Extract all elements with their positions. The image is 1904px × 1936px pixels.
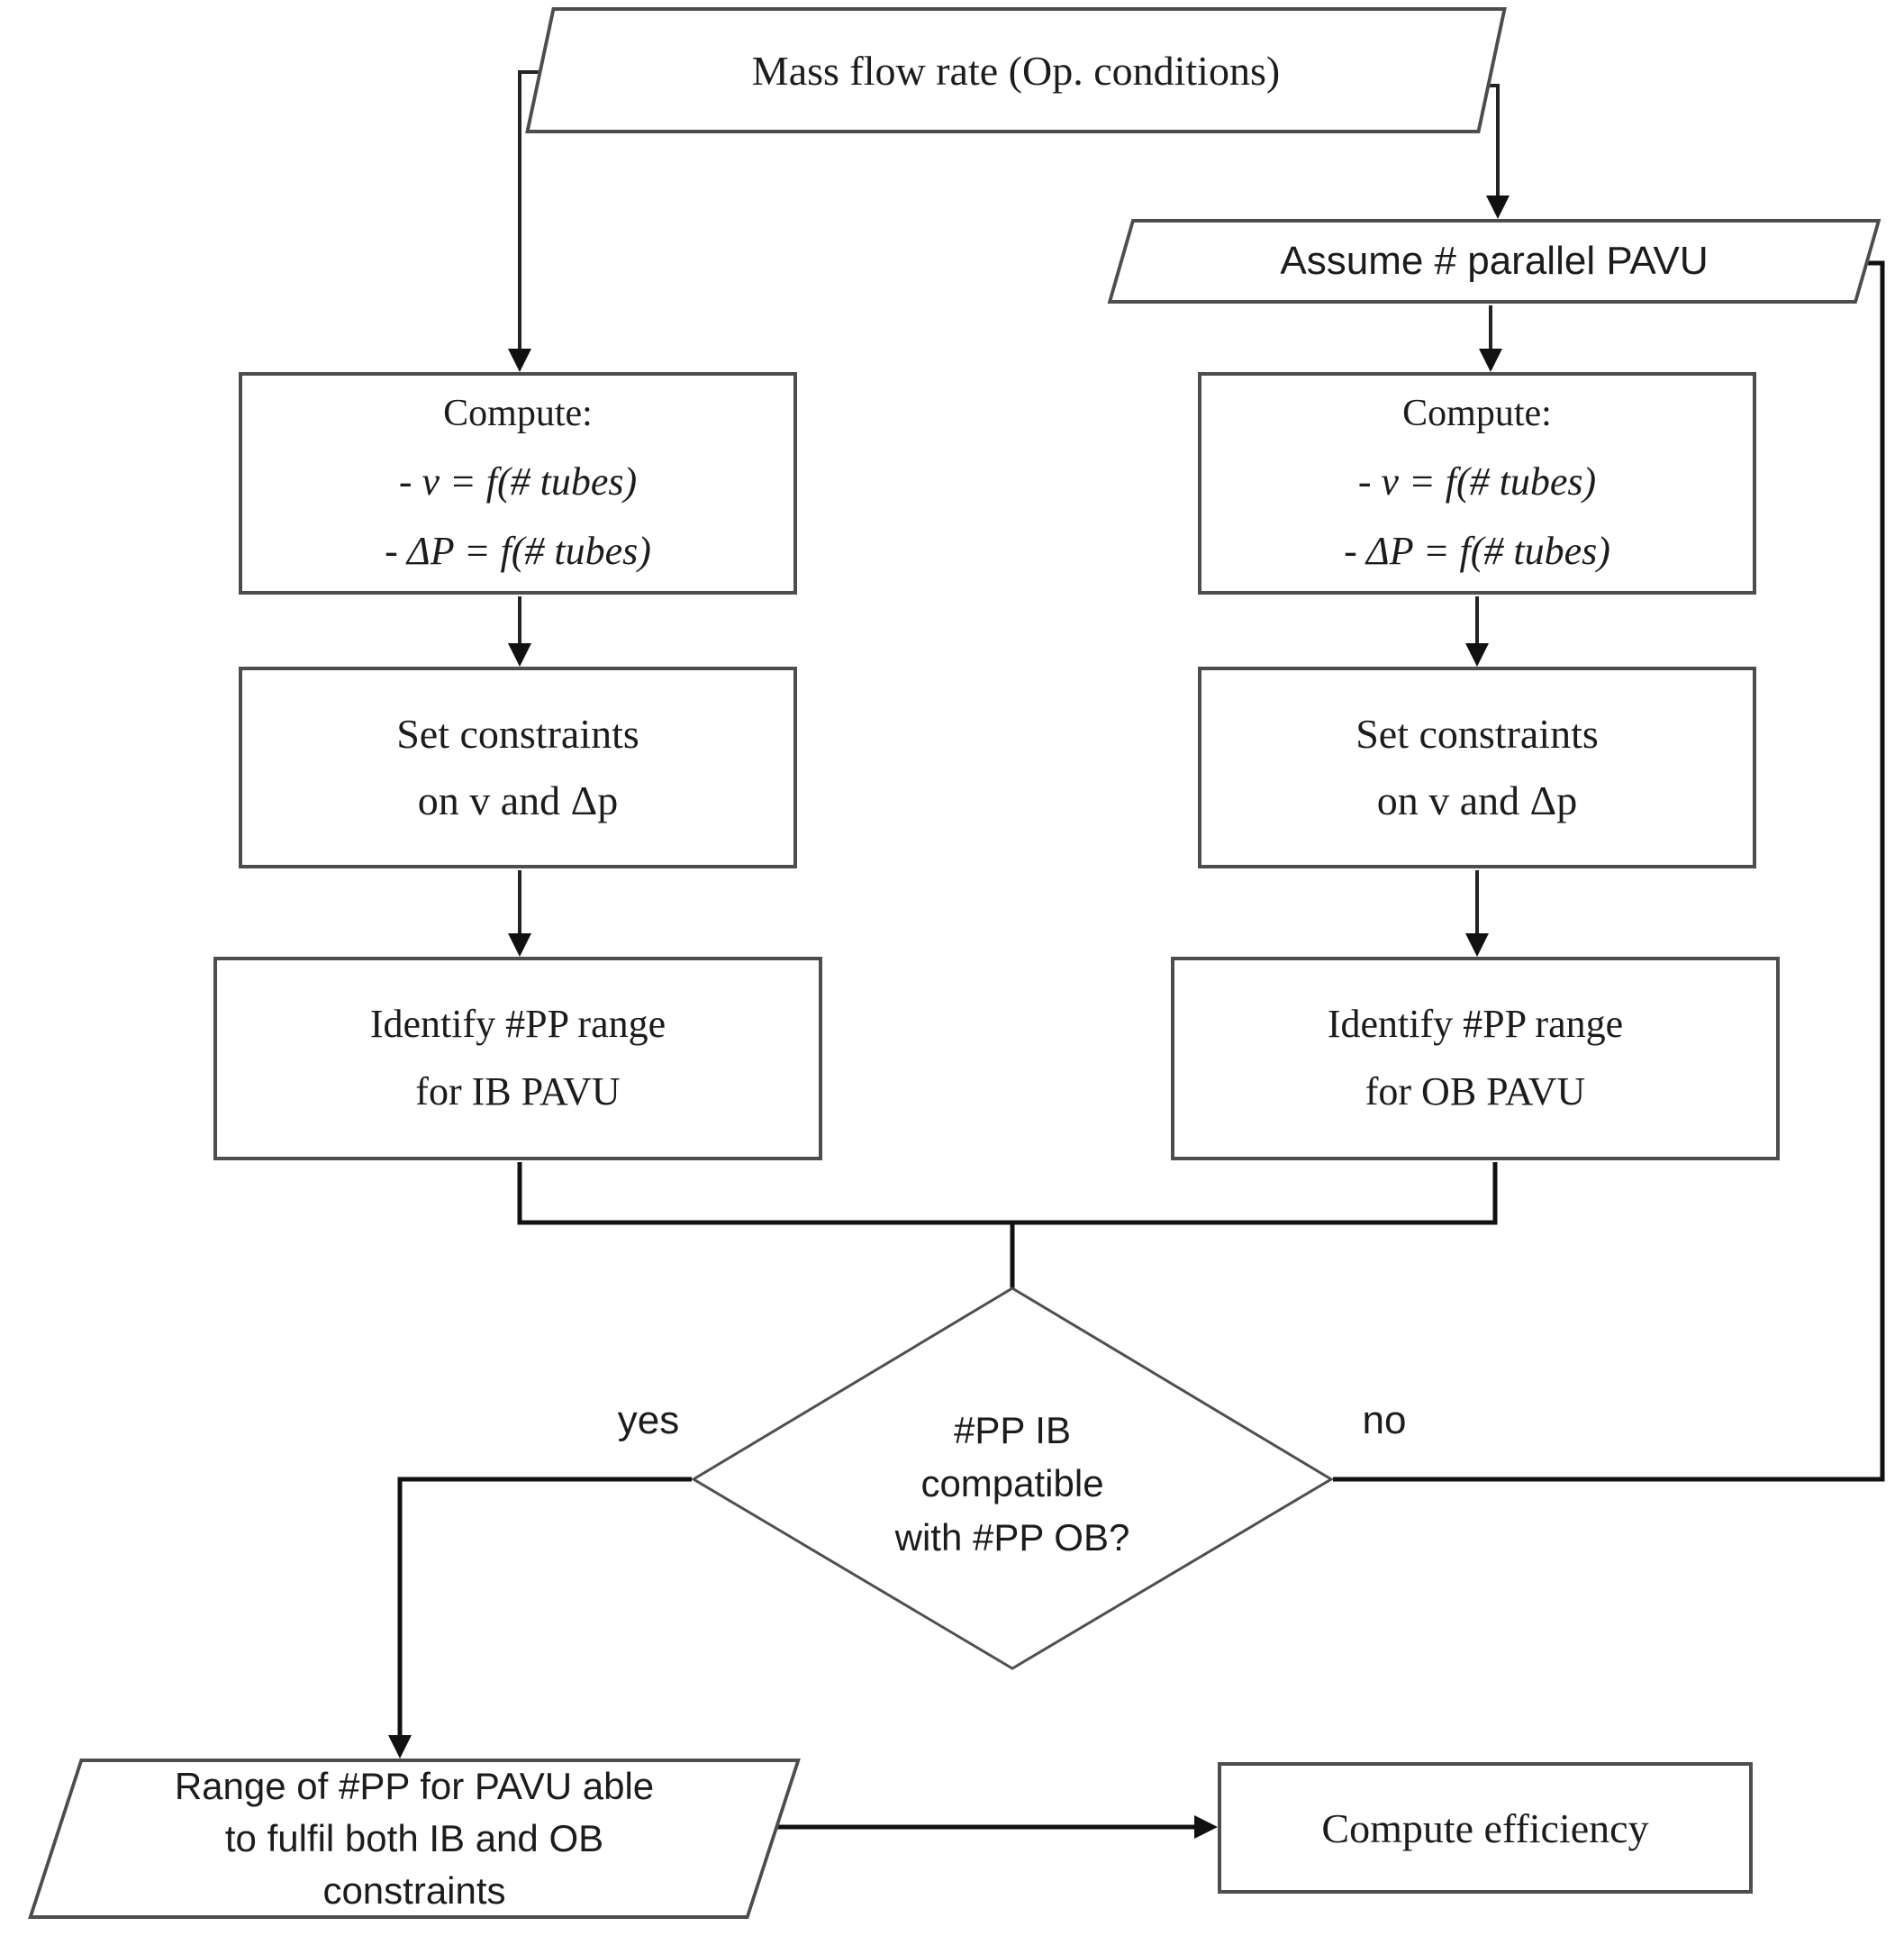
node-label-line: for IB PAVU bbox=[415, 1069, 621, 1113]
node-constraints-ib: Set constraints on v and Δp bbox=[239, 667, 797, 868]
formula-pressure-drop: - ΔP = f(# tubes) bbox=[1344, 529, 1610, 574]
arrowhead-assume bbox=[1486, 195, 1510, 219]
node-label: Assume # parallel PAVU bbox=[1280, 239, 1709, 283]
edge-merge-bar bbox=[517, 1162, 1498, 1225]
node-label-line: Set constraints bbox=[396, 711, 639, 758]
node-label-line: for OB PAVU bbox=[1365, 1069, 1586, 1113]
node-decision-compatibility: #PP IB compatible with #PP OB? bbox=[832, 1398, 1192, 1569]
edge-decision-yes bbox=[397, 1477, 692, 1753]
node-constraints-ob: Set constraints on v and Δp bbox=[1198, 667, 1756, 868]
node-label-line: #PP IB bbox=[954, 1408, 1071, 1451]
edge-label-yes: yes bbox=[617, 1398, 680, 1442]
arrowhead-compute-ob bbox=[1479, 349, 1502, 372]
node-identify-pp-ob: Identify #PP range for OB PAVU bbox=[1171, 957, 1780, 1160]
edge-label-no: no bbox=[1362, 1398, 1407, 1442]
arrowhead-constraints-ob bbox=[1465, 643, 1489, 667]
node-label-line: Identify #PP range bbox=[369, 1002, 666, 1047]
node-label-line: on v and Δp bbox=[417, 777, 619, 823]
arrowhead-efficiency bbox=[1194, 1815, 1218, 1839]
node-identify-pp-ib: Identify #PP range for IB PAVU bbox=[213, 957, 822, 1160]
node-label-line: Range of #PP for PAVU able bbox=[174, 1765, 655, 1808]
node-label-line: to fulfil both IB and OB bbox=[224, 1817, 604, 1860]
node-assume-parallel-pavu: Assume # parallel PAVU bbox=[1107, 219, 1881, 304]
edge-decision-no-loop bbox=[1333, 260, 1885, 1482]
node-label-line: Identify #PP range bbox=[1327, 1002, 1624, 1047]
formula-pressure-drop: - ΔP = f(# tubes) bbox=[385, 529, 651, 574]
node-label-line: compatible bbox=[920, 1462, 1104, 1505]
node-compute-efficiency: Compute efficiency bbox=[1218, 1762, 1753, 1894]
connector-lines-emphasis bbox=[397, 260, 1885, 1830]
decision-diamond-shape bbox=[691, 1286, 1334, 1670]
arrowhead-identify-ib bbox=[508, 933, 531, 957]
arrowhead-range-result bbox=[388, 1735, 412, 1759]
formula-velocity: - v = f(# tubes) bbox=[398, 459, 638, 504]
node-label: Compute efficiency bbox=[1321, 1804, 1649, 1851]
node-label-line: on v and Δp bbox=[1376, 777, 1578, 823]
node-label-line: Set constraints bbox=[1355, 711, 1599, 758]
node-label-line: constraints bbox=[322, 1868, 506, 1912]
node-label: Mass flow rate (Op. conditions) bbox=[751, 47, 1281, 94]
node-label-line: with #PP OB? bbox=[894, 1515, 1130, 1559]
node-mass-flow-rate: Mass flow rate (Op. conditions) bbox=[525, 7, 1507, 133]
formula-velocity: - v = f(# tubes) bbox=[1357, 459, 1597, 504]
arrowhead-constraints-ib bbox=[508, 643, 531, 667]
node-range-result: Range of #PP for PAVU able to fulfil bot… bbox=[28, 1759, 801, 1919]
node-label-line: Compute: bbox=[1402, 392, 1552, 434]
arrowhead-compute-ib bbox=[508, 349, 531, 372]
arrowheads bbox=[388, 195, 1510, 1839]
node-compute-ob: Compute: - v = f(# tubes) - ΔP = f(# tub… bbox=[1198, 372, 1756, 595]
arrowhead-identify-ob bbox=[1465, 933, 1489, 957]
node-compute-ib: Compute: - v = f(# tubes) - ΔP = f(# tub… bbox=[239, 372, 797, 595]
node-label-line: Compute: bbox=[443, 392, 593, 434]
